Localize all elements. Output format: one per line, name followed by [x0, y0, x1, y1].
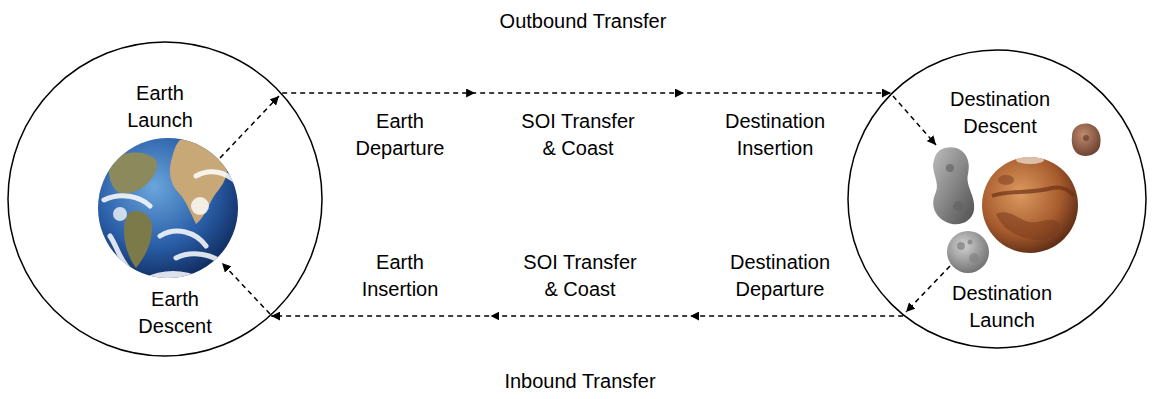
circle-region: Destination DescentDestination Launch [847, 49, 1147, 349]
stage-label: SOI Transfer & Coast [516, 108, 641, 162]
node-text: Destination Descent [943, 86, 1058, 140]
transfer-arrow [271, 315, 903, 317]
descent-arrow [893, 96, 936, 145]
stage-label: Destination Insertion [713, 108, 838, 162]
stage-label: Inbound Transfer [504, 368, 655, 395]
stage-label: Earth Insertion [338, 249, 463, 303]
stage-label: SOI Transfer & Coast [518, 249, 643, 303]
node-text: Earth Descent [118, 286, 233, 340]
moon-picture [947, 231, 989, 273]
node-text: Earth Launch [103, 80, 218, 134]
inner-arrows [220, 96, 950, 314]
earth-picture [98, 138, 238, 290]
circle-region: Earth LaunchEarth Descent [7, 41, 323, 357]
stage-label: Destination Departure [718, 249, 843, 303]
descent-arrow [222, 263, 270, 314]
stage-label: Outbound Transfer [500, 8, 667, 35]
phobos-picture [1072, 124, 1101, 156]
node-text: Destination Launch [945, 280, 1060, 334]
mars-picture [982, 156, 1078, 253]
launch-arrow [906, 266, 950, 312]
transfer-arrow [282, 92, 891, 94]
circle-outline [8, 42, 322, 356]
stage-label: Earth Departure [338, 108, 463, 162]
circle-outline [848, 50, 1146, 348]
launch-arrow [220, 96, 279, 158]
asteroid-picture [933, 147, 974, 224]
